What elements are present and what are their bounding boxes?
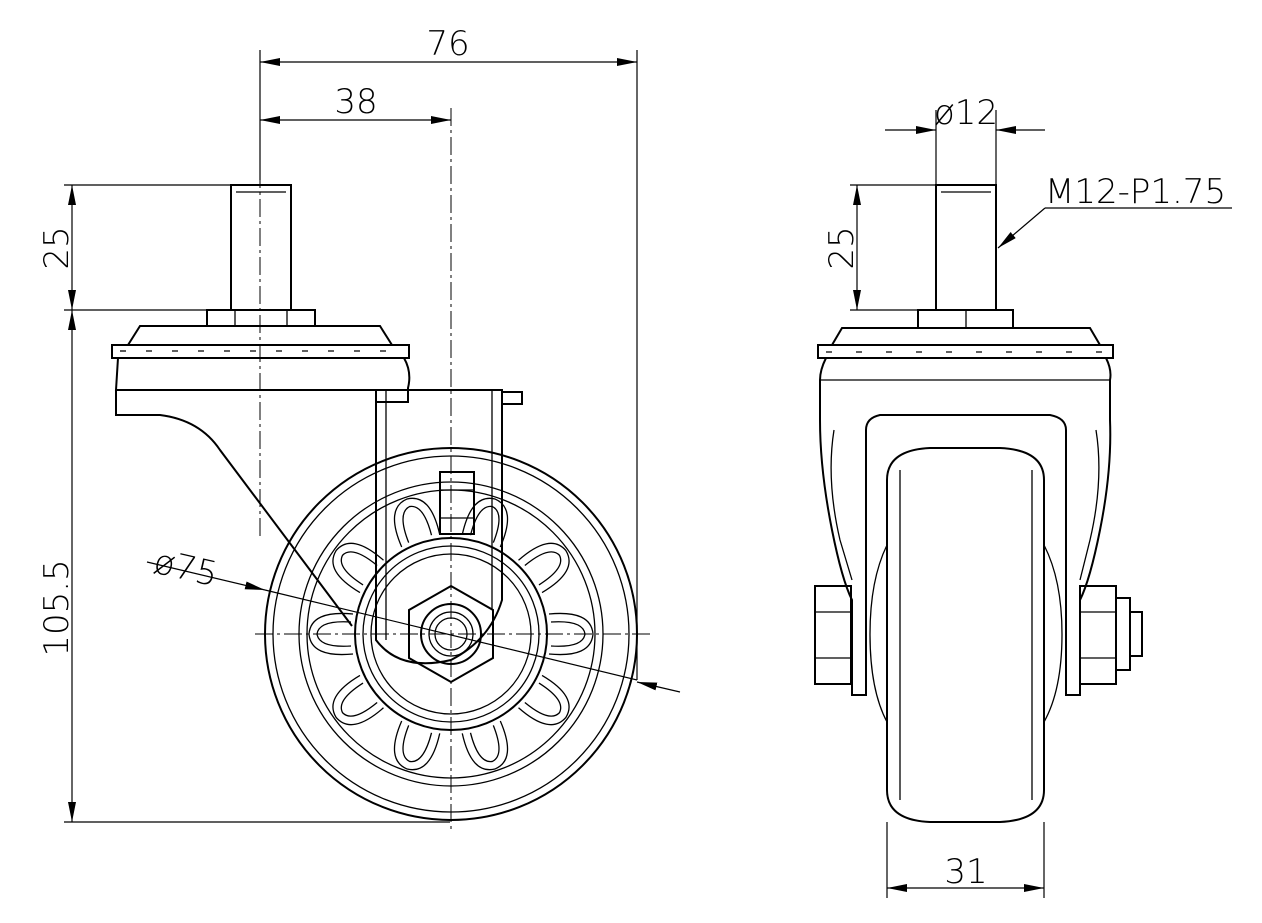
- spoke: [393, 720, 441, 771]
- axle-nut-left: [814, 585, 852, 685]
- wheel-front: [869, 447, 1063, 823]
- dimension-105-5: 105.5: [37, 310, 450, 823]
- dimension-31: 31: [886, 822, 1045, 898]
- swivel-housing: [114, 357, 411, 403]
- dimension-label: 38: [334, 82, 377, 122]
- dimension-label: ø12: [934, 93, 998, 133]
- spoke: [518, 674, 570, 726]
- spoke: [332, 674, 384, 726]
- wheel-spokes: [308, 497, 594, 771]
- dimension-76: 76: [259, 24, 638, 680]
- top-plate: [831, 327, 1101, 346]
- axle-nut-right: [1079, 585, 1143, 685]
- fork-side-plate: [115, 390, 353, 627]
- dimension-label: 31: [944, 852, 987, 892]
- spoke: [393, 497, 441, 548]
- threaded-stem: [935, 184, 997, 311]
- stem-nut: [206, 309, 316, 327]
- front-view: ø12 25 M12-P1.75: [814, 93, 1232, 898]
- dimension-25-front: 25: [822, 184, 936, 311]
- spoke: [548, 612, 594, 656]
- dimension-25-side: 25: [37, 184, 232, 311]
- threaded-stem: [230, 184, 292, 311]
- axle-hex-nut: [408, 584, 494, 684]
- dimension-label: 25: [37, 226, 77, 269]
- spoke: [308, 612, 354, 656]
- wheel-side: [264, 447, 638, 821]
- spoke: [518, 542, 570, 594]
- fork-front: [819, 357, 1112, 696]
- thread-label: M12-P1.75: [1045, 172, 1226, 212]
- side-view: 76 38 25 105.5: [37, 24, 681, 832]
- dimension-label: 105.5: [37, 559, 77, 656]
- dimension-diameter-12: ø12: [885, 93, 1045, 185]
- dimension-label: 76: [426, 24, 469, 64]
- thread-callout: M12-P1.75: [997, 172, 1232, 249]
- dimension-diameter-75: ø75: [146, 542, 681, 693]
- dimension-label: ø75: [150, 542, 221, 595]
- fork-slot: [439, 471, 475, 535]
- dimension-38: 38: [260, 82, 451, 124]
- spoke: [461, 720, 509, 771]
- fork-bracket: [375, 389, 523, 665]
- dimension-label: 25: [822, 226, 862, 269]
- spoke: [332, 542, 384, 594]
